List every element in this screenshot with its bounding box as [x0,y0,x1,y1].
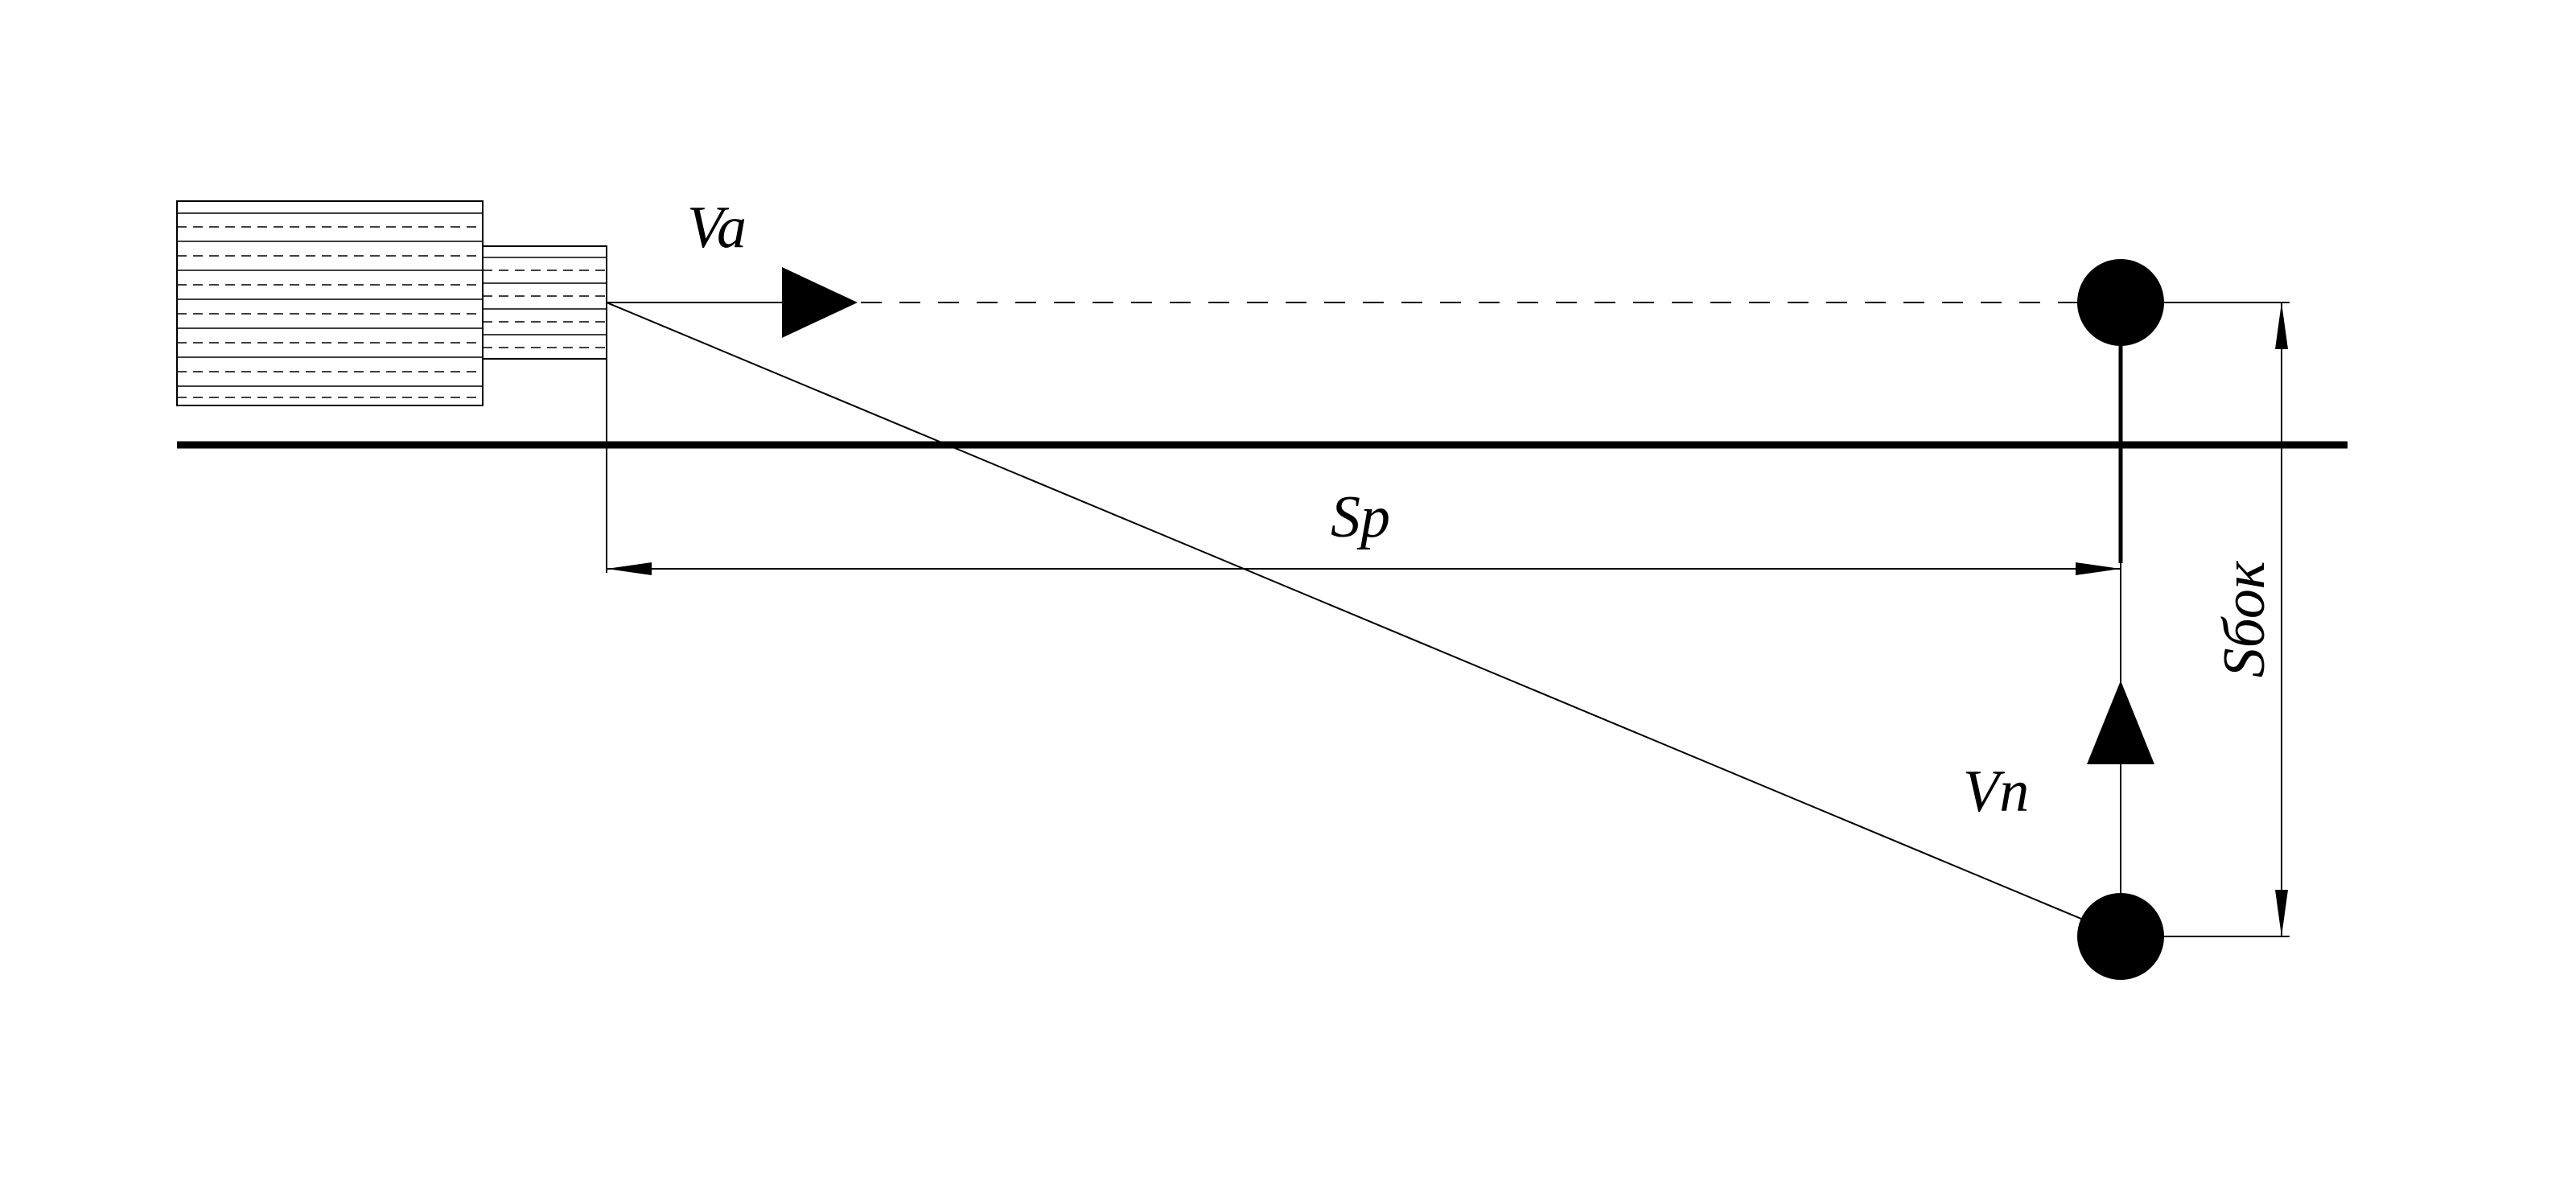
vehicle-velocity-arrow-icon [782,267,858,338]
pedestrian-velocity-arrow-icon [2087,681,2154,764]
sbok-dimension: Sбок [2164,302,2290,937]
sp-label: Sp [1331,484,1390,550]
sp-arrow-left-icon [607,562,652,575]
vehicle-hood-hatching [483,257,607,348]
vehicle-speed-label: Va [687,195,747,261]
sight-line [606,302,2117,934]
vehicle [176,200,607,406]
sbok-arrow-bottom-icon [2275,890,2288,936]
vehicle-body [176,200,484,406]
pedestrian-speed-label: Vn [1963,759,2029,825]
pedestrian-collision-point-icon [2077,259,2164,346]
sbok-label: Sбок [2212,560,2278,677]
sp-arrow-right-icon [2076,562,2121,575]
sp-dimension: Sp [606,302,2121,575]
vehicle-body-hatching [177,212,483,398]
vehicle-hood [482,245,607,360]
sbok-arrow-top-icon [2275,302,2288,349]
pedestrian-start-point-icon [2077,893,2164,980]
